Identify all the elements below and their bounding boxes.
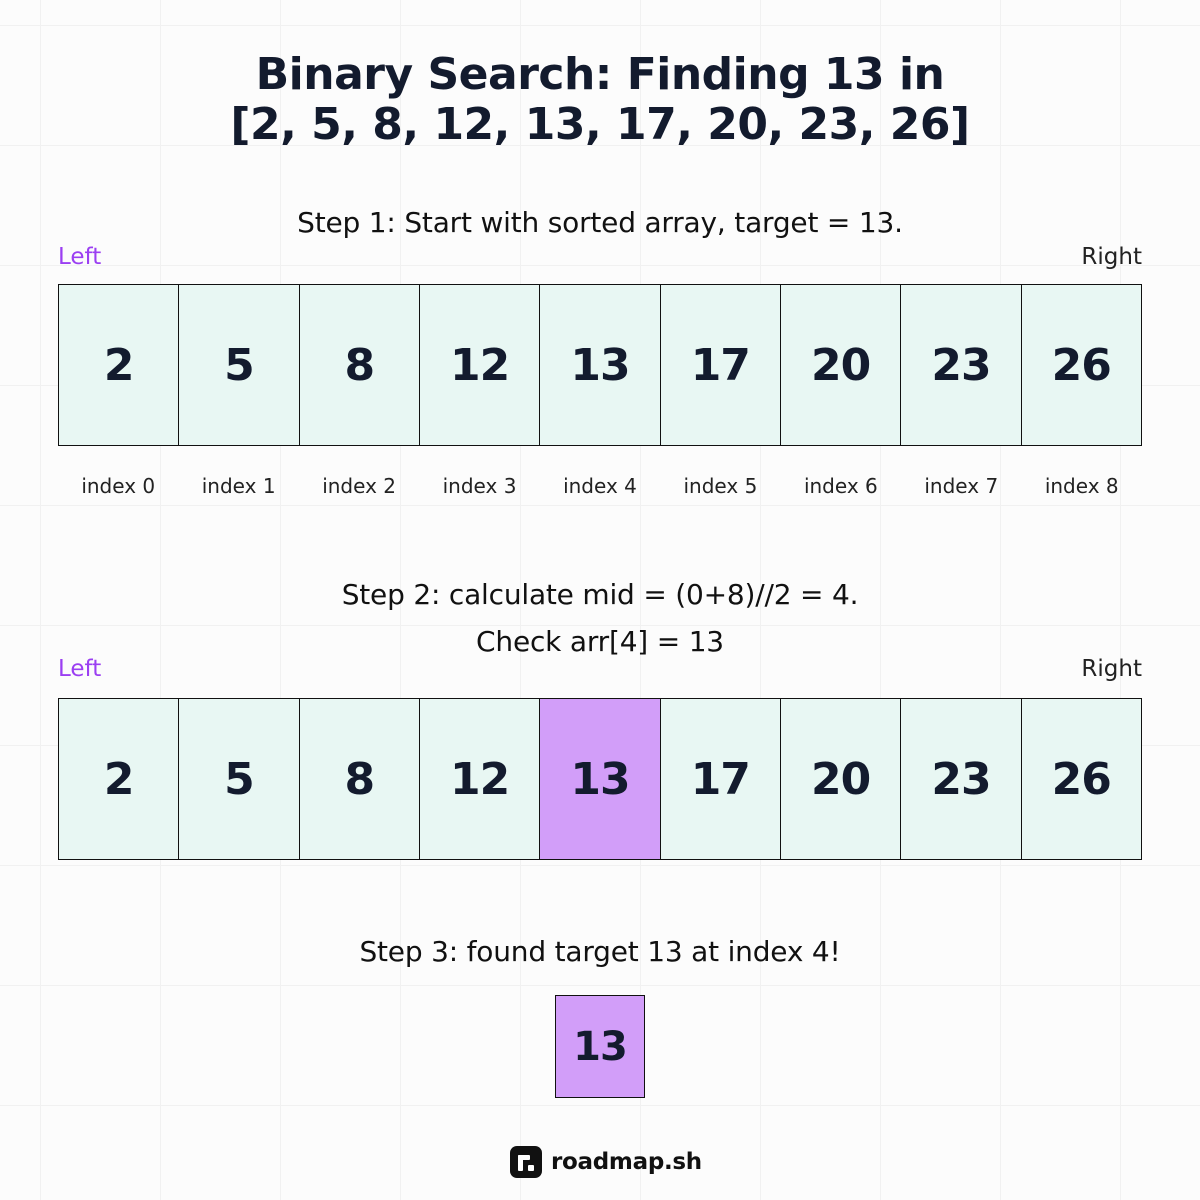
array-cell: 2 xyxy=(58,698,179,860)
index-label: index 0 xyxy=(81,474,156,498)
array-cell: 20 xyxy=(779,284,901,446)
title-line-2: [2, 5, 8, 12, 13, 17, 20, 23, 26] xyxy=(230,99,970,150)
index-label: index 3 xyxy=(442,474,517,498)
index-label: index 6 xyxy=(803,474,878,498)
index-label: index 2 xyxy=(322,474,396,498)
array-cell: 5 xyxy=(178,698,299,860)
index-label: index 8 xyxy=(1044,474,1119,498)
array-cell: 17 xyxy=(659,284,780,446)
array-cell: 26 xyxy=(1020,284,1142,446)
step-1-caption: Step 1: Start with sorted array, target … xyxy=(0,199,1200,246)
page-title: Binary Search: Finding 13 in [2, 5, 8, 1… xyxy=(0,50,1200,150)
array-cell: 5 xyxy=(178,284,299,446)
index-labels: index 0 index 1 index 2 index 3 index 4 … xyxy=(58,470,1142,502)
array-cell: 8 xyxy=(298,284,419,446)
array-cell: 20 xyxy=(779,698,901,860)
index-label: index 7 xyxy=(924,474,999,498)
array-cell: 12 xyxy=(418,698,540,860)
array-cell: 13 xyxy=(539,284,660,446)
step-3-caption: Step 3: found target 13 at index 4! xyxy=(0,928,1200,975)
array-cell: 2 xyxy=(58,284,179,446)
step-1-left-pointer: Left xyxy=(58,244,102,270)
array-cell: 17 xyxy=(659,698,780,860)
step-1-array: 2 5 8 12 13 17 20 23 26 xyxy=(58,284,1142,446)
array-cell: 26 xyxy=(1020,698,1142,860)
step-2-text-line-2: Check arr[4] = 13 xyxy=(476,625,724,658)
step-1-right-pointer: Right xyxy=(1081,244,1142,270)
brand-name: roadmap.sh xyxy=(551,1149,702,1175)
title-line-1: Binary Search: Finding 13 in xyxy=(255,49,945,100)
index-label: index 5 xyxy=(683,474,758,498)
step-3-text: Step 3: found target 13 at index 4! xyxy=(359,935,841,968)
step-2-caption: Step 2: calculate mid = (0+8)//2 = 4. Ch… xyxy=(0,571,1200,665)
index-label: index 4 xyxy=(563,474,637,498)
array-cell-mid: 13 xyxy=(539,698,660,860)
roadmap-logo-icon xyxy=(510,1146,542,1178)
index-label: index 1 xyxy=(201,474,276,498)
array-cell: 23 xyxy=(900,284,1021,446)
step-2-array: 2 5 8 12 13 17 20 23 26 xyxy=(58,698,1142,860)
array-cell: 12 xyxy=(418,284,540,446)
array-cell: 8 xyxy=(298,698,419,860)
step-2-text-line-1: Step 2: calculate mid = (0+8)//2 = 4. xyxy=(341,578,859,611)
step-2-left-pointer: Left xyxy=(58,656,102,682)
found-result-cell: 13 xyxy=(555,995,645,1098)
brand-footer: roadmap.sh xyxy=(510,1146,702,1178)
step-1-text: Step 1: Start with sorted array, target … xyxy=(297,206,903,239)
array-cell: 23 xyxy=(900,698,1021,860)
step-2-right-pointer: Right xyxy=(1081,656,1142,682)
